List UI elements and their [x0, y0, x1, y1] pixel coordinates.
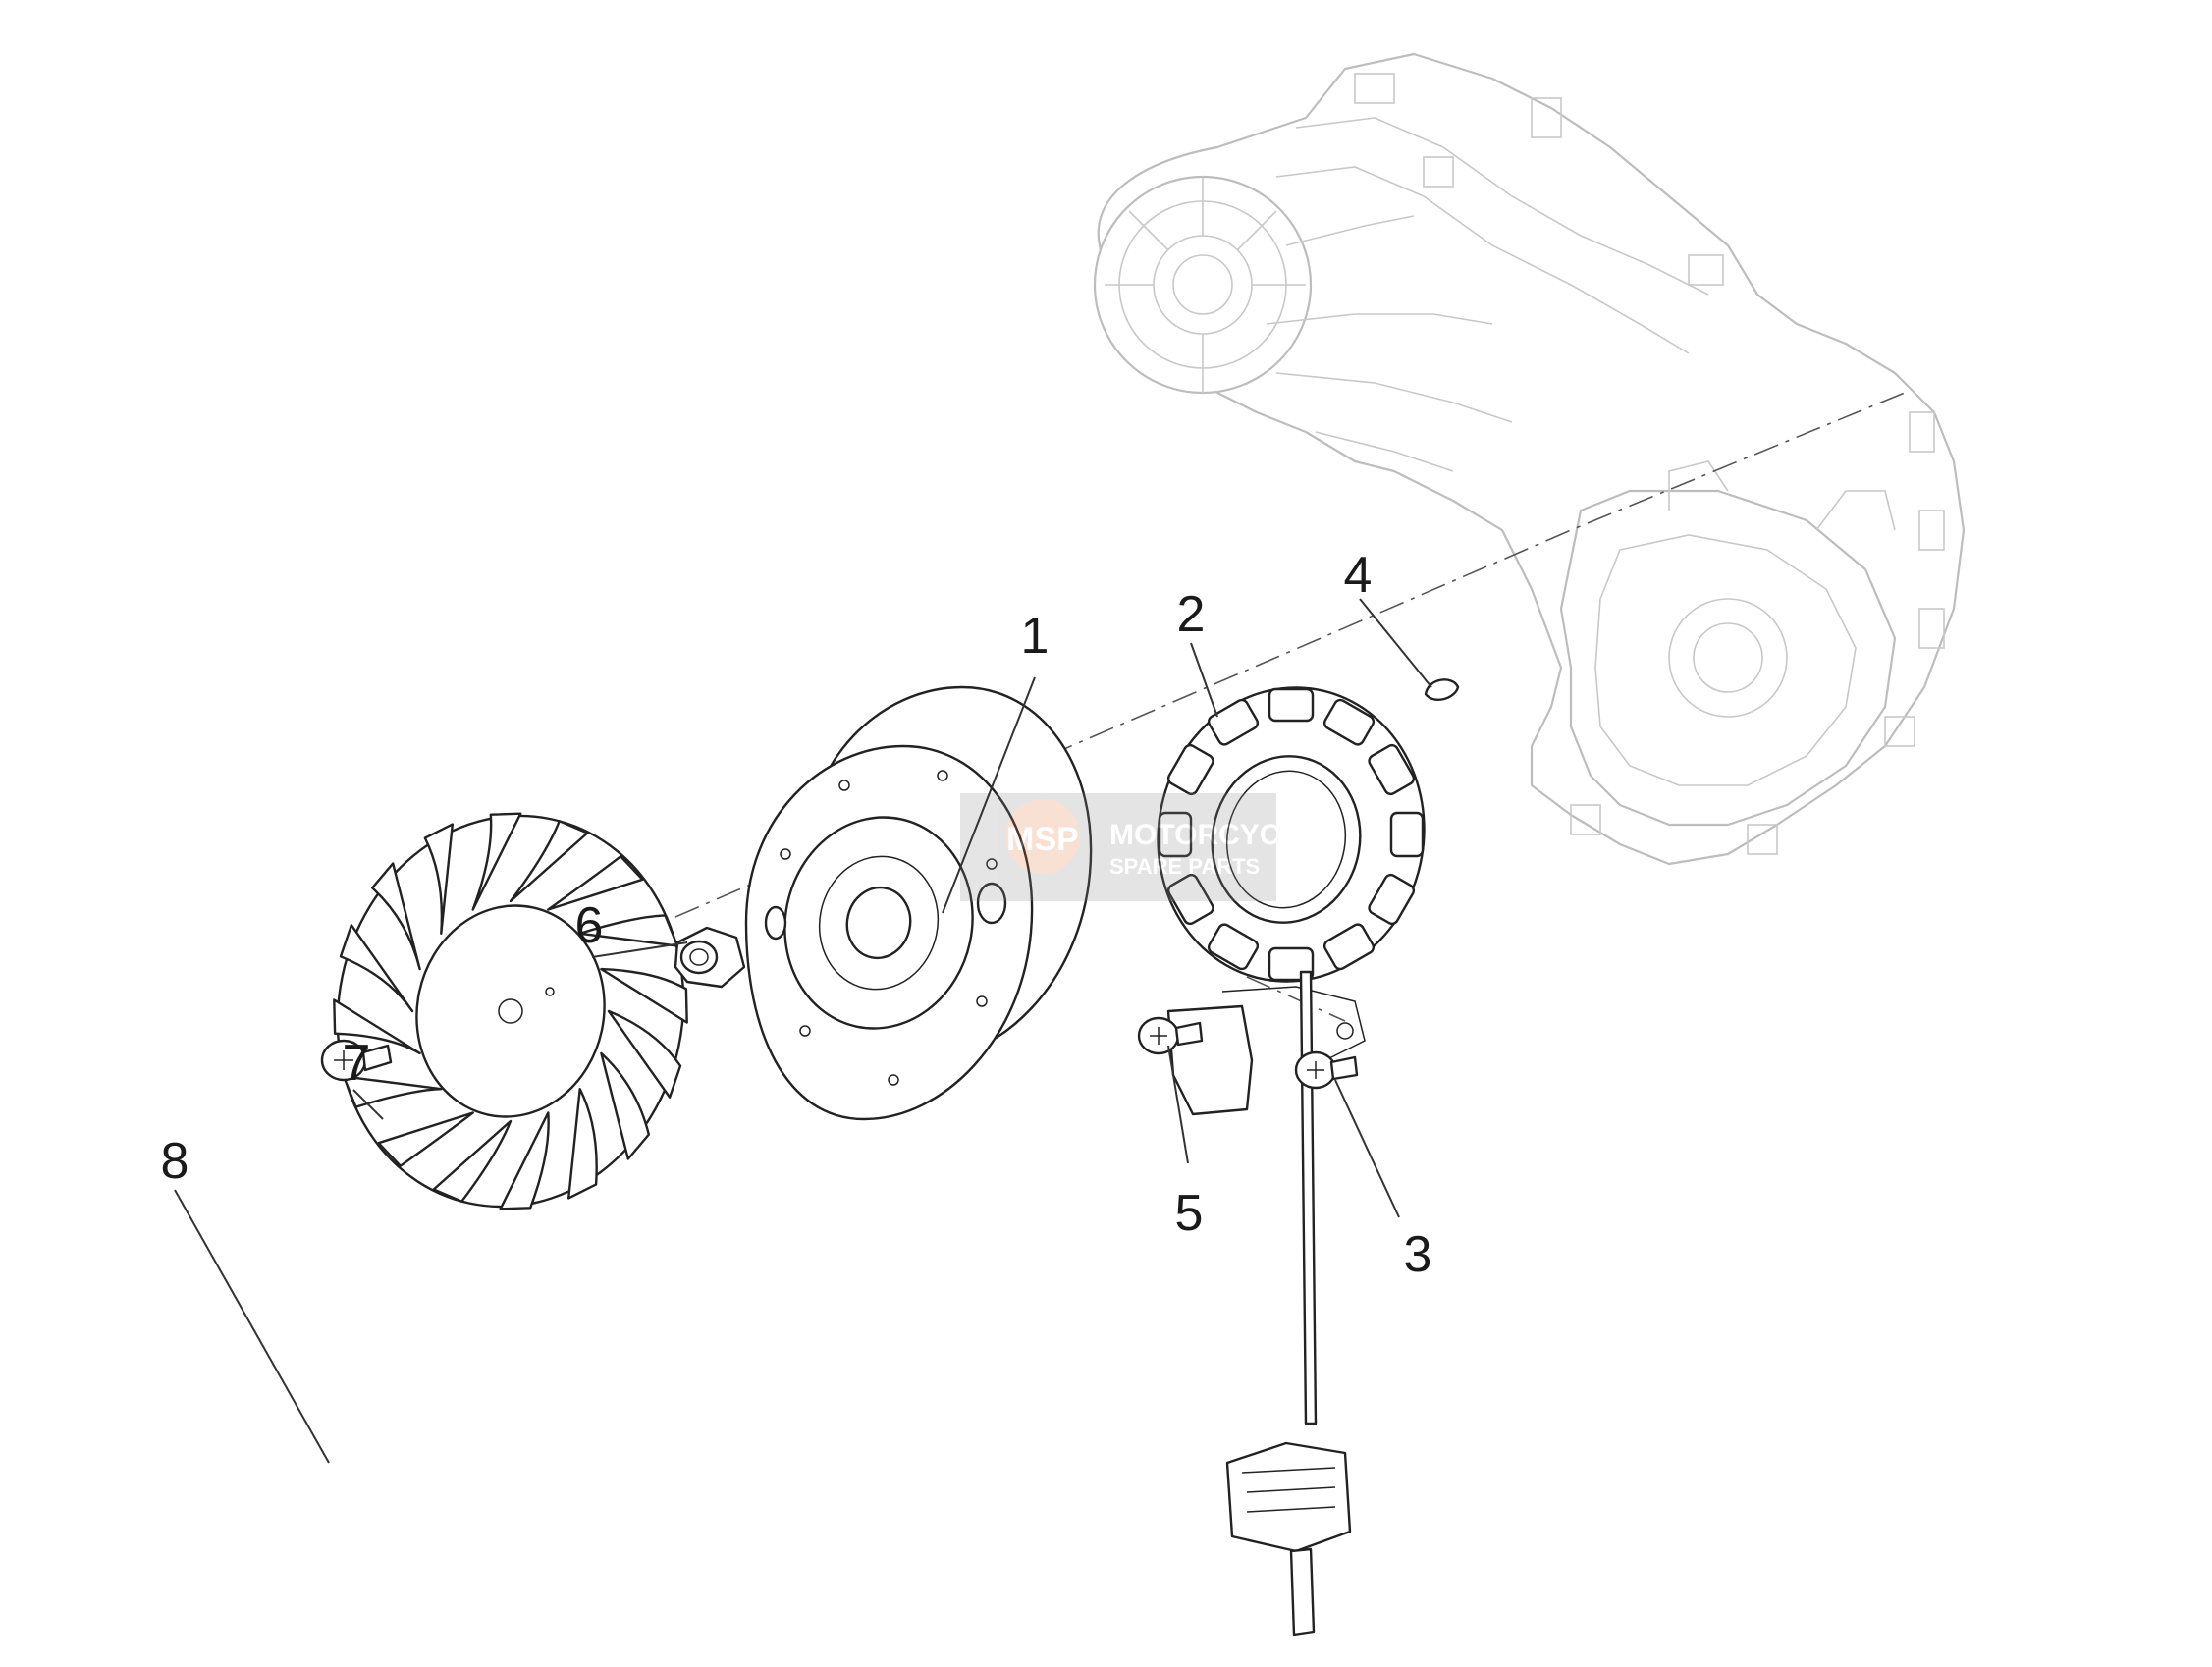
leader-6	[591, 941, 688, 958]
leader-lines	[174, 598, 1432, 1464]
fan-blade	[371, 862, 421, 971]
part-5-stator-screw	[1137, 1016, 1204, 1055]
part-8-fan-screw	[320, 1039, 393, 1082]
watermark-globe-icon	[1005, 799, 1080, 874]
stator-coil	[1368, 873, 1416, 926]
engine-crankcase-housing	[1093, 52, 1966, 866]
part-2-stator	[1157, 686, 1426, 1637]
fan-blade	[377, 1111, 474, 1167]
watermark: MSP MOTORCYCLE SPARE PARTS	[960, 793, 1319, 901]
callout-7: 7	[343, 1035, 371, 1092]
callout-5: 5	[1175, 1185, 1204, 1242]
leader-8	[174, 1189, 330, 1464]
stator-coil	[1207, 698, 1260, 746]
leader-2	[1190, 642, 1218, 718]
fan-blade	[509, 820, 589, 903]
leader-4	[1359, 598, 1432, 688]
stator-coil	[1368, 743, 1416, 796]
callout-1: 1	[1021, 608, 1050, 665]
part-4-woodruff-key	[1424, 678, 1460, 701]
fan-blade	[600, 1051, 650, 1160]
leader-1	[942, 676, 1036, 914]
stator-coil	[1322, 698, 1376, 746]
leader-5	[1167, 1045, 1189, 1164]
fan-blade	[499, 1111, 550, 1210]
fan-blade	[333, 998, 421, 1055]
callout-8: 8	[161, 1133, 189, 1190]
fan-blade	[423, 823, 454, 935]
part-1-flywheel-rotor	[744, 685, 1093, 1121]
watermark-logo-text: MSP	[1006, 821, 1079, 858]
fan-blade	[342, 1075, 443, 1108]
screw-axis-3	[1246, 976, 1346, 1022]
stator-coil	[1389, 811, 1425, 858]
leader-7	[352, 1089, 384, 1120]
leader-3	[1334, 1079, 1400, 1218]
callout-6: 6	[575, 897, 604, 954]
callout-3: 3	[1404, 1226, 1432, 1283]
stator-coil	[1166, 873, 1214, 926]
fan-blade	[567, 1088, 598, 1200]
fan-blade	[432, 1119, 513, 1203]
callout-4: 4	[1344, 547, 1373, 604]
fan-blade	[600, 967, 688, 1024]
callout-2: 2	[1177, 586, 1206, 643]
fan-blade	[471, 812, 522, 911]
fan-blade	[578, 914, 679, 947]
stator-coil	[1207, 923, 1260, 971]
fan-blade	[547, 855, 644, 911]
watermark-backdrop	[960, 793, 1276, 901]
stator-coil	[1166, 743, 1214, 796]
watermark-line-1: MOTORCYCLE	[1109, 819, 1319, 851]
part-7-cooling-fan	[333, 812, 688, 1210]
stator-coil	[1268, 687, 1315, 723]
stator-coil	[1158, 811, 1193, 858]
fan-blade	[607, 1009, 682, 1099]
part-6-flywheel-nut	[674, 926, 746, 989]
watermark-line-2: SPARE PARTS	[1109, 854, 1260, 879]
fan-blade	[339, 924, 414, 1013]
part-3-pickup-screw	[1294, 1050, 1359, 1090]
stator-coil	[1322, 923, 1376, 971]
callout-labels: 1 2 3 4 5 6 7 8	[161, 547, 1432, 1283]
